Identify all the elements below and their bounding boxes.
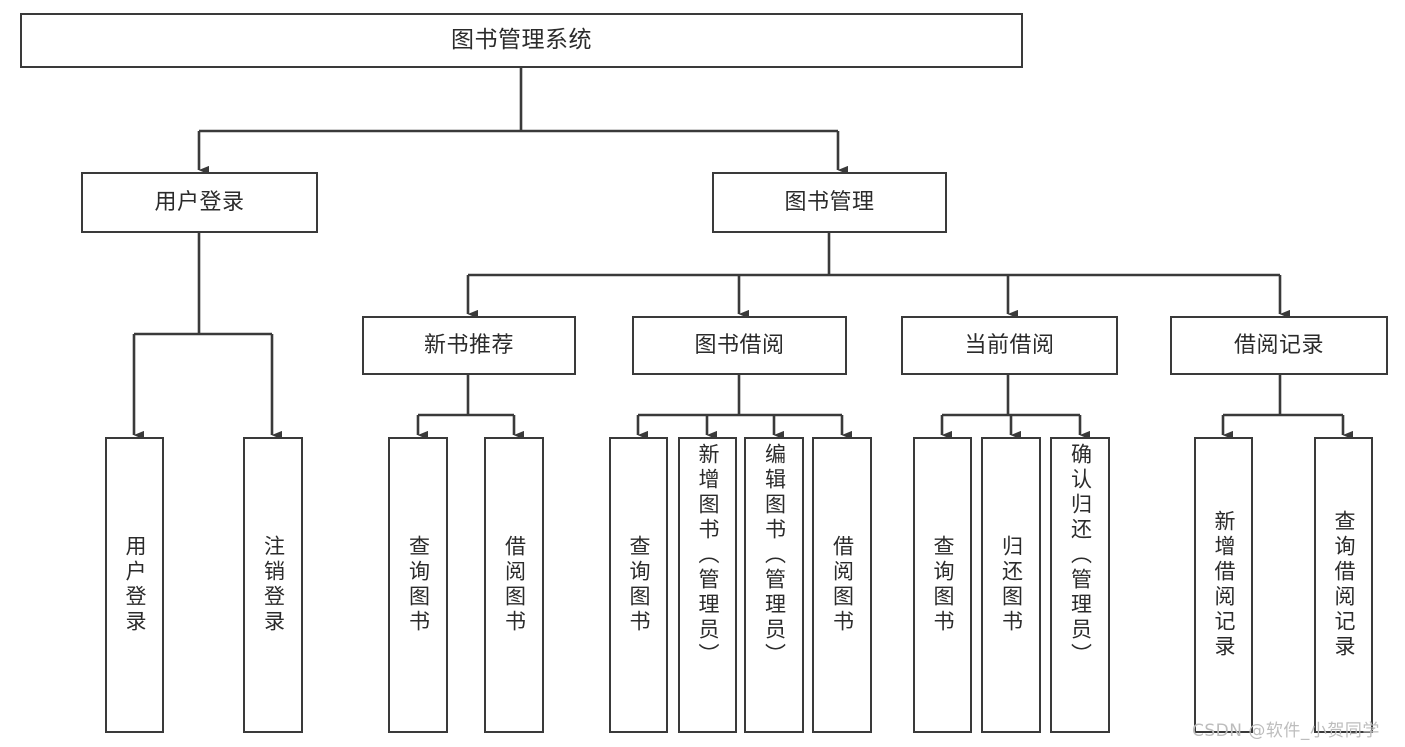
node-label: 确认归还（管理员） <box>1068 443 1093 668</box>
node-root-system[interactable]: 图书管理系统 <box>20 13 1023 68</box>
node-book-borrow[interactable]: 图书借阅 <box>632 316 847 375</box>
node-book-manage[interactable]: 图书管理 <box>712 172 947 233</box>
node-leaf-query-record[interactable]: 查询借阅记录 <box>1314 437 1373 733</box>
node-current-borrow[interactable]: 当前借阅 <box>901 316 1118 375</box>
node-leaf-return-book[interactable]: 归还图书 <box>981 437 1041 733</box>
node-leaf-query-book-1[interactable]: 查询图书 <box>388 437 448 733</box>
node-borrow-record[interactable]: 借阅记录 <box>1170 316 1388 375</box>
node-leaf-logout[interactable]: 注销登录 <box>243 437 303 733</box>
node-user-login[interactable]: 用户登录 <box>81 172 318 233</box>
node-label: 查询图书 <box>406 535 431 635</box>
node-label: 归还图书 <box>999 535 1024 635</box>
node-label: 图书借阅 <box>694 332 785 358</box>
node-new-book-rec[interactable]: 新书推荐 <box>362 316 576 375</box>
node-label: 借阅图书 <box>830 535 855 635</box>
node-label: 用户登录 <box>154 189 245 215</box>
node-label: 编辑图书（管理员） <box>762 443 787 668</box>
node-leaf-borrow-book-1[interactable]: 借阅图书 <box>484 437 544 733</box>
node-label: 新增借阅记录 <box>1212 510 1236 660</box>
node-label: 查询图书 <box>627 535 651 635</box>
node-label: 查询图书 <box>931 535 955 635</box>
node-leaf-confirm-return[interactable]: 确认归还（管理员） <box>1050 437 1110 733</box>
node-label: 图书管理 <box>784 189 875 215</box>
node-label: 新增图书（管理员） <box>696 443 720 668</box>
node-leaf-query-book-3[interactable]: 查询图书 <box>913 437 972 733</box>
node-label: 借阅图书 <box>502 535 527 635</box>
node-leaf-add-record[interactable]: 新增借阅记录 <box>1194 437 1253 733</box>
node-leaf-edit-book[interactable]: 编辑图书（管理员） <box>744 437 804 733</box>
node-label: 用户登录 <box>123 535 147 635</box>
node-leaf-add-book[interactable]: 新增图书（管理员） <box>678 437 737 733</box>
node-label: 新书推荐 <box>423 332 514 358</box>
watermark-text: CSDN @软件_小贺同学 <box>1192 721 1380 741</box>
node-leaf-user-login[interactable]: 用户登录 <box>105 437 164 733</box>
node-leaf-borrow-book-2[interactable]: 借阅图书 <box>812 437 872 733</box>
node-label: 当前借阅 <box>964 332 1055 358</box>
node-label: 查询借阅记录 <box>1332 510 1356 660</box>
node-label: 图书管理系统 <box>451 26 592 53</box>
node-leaf-query-book-2[interactable]: 查询图书 <box>609 437 668 733</box>
node-label: 注销登录 <box>261 535 286 635</box>
node-label: 借阅记录 <box>1233 332 1324 358</box>
